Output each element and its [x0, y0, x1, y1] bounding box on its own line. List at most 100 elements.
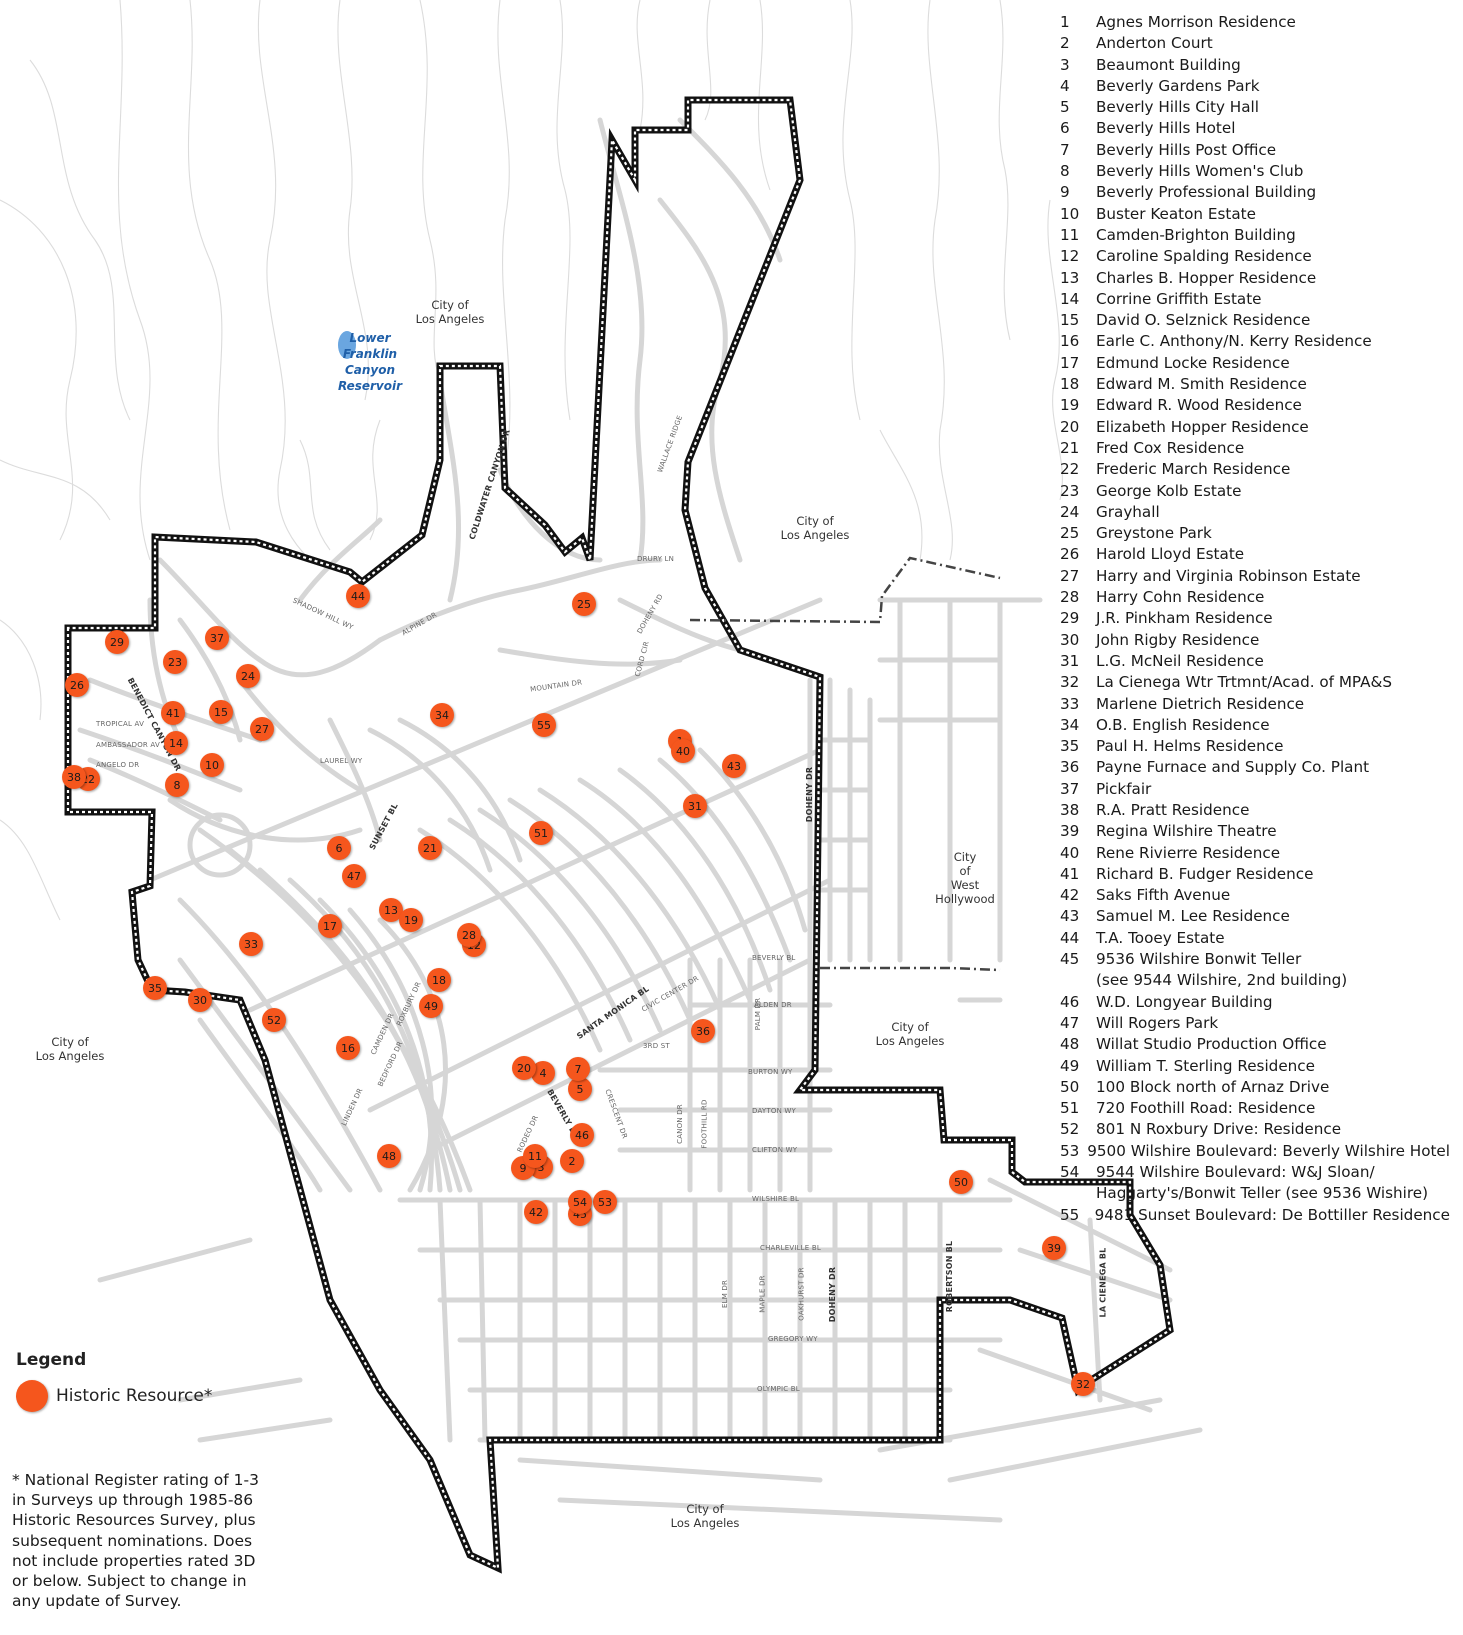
- city-boundary: [64, 96, 1174, 1574]
- resource-name: Grayhall: [1096, 502, 1160, 521]
- resource-number: 2: [1060, 34, 1070, 53]
- resource-name: 9500 Wilshire Boulevard: Beverly Wilshir…: [1087, 1141, 1450, 1160]
- resource-marker-37[interactable]: 37: [205, 626, 229, 650]
- resource-marker-23[interactable]: 23: [163, 650, 187, 674]
- resource-name: Beaumont Building: [1096, 55, 1241, 74]
- resource-name: Will Rogers Park: [1096, 1013, 1219, 1032]
- resource-number: 5: [1060, 98, 1070, 117]
- street-label-maple: MAPLE DR: [758, 1275, 767, 1313]
- resource-number: 45: [1060, 950, 1080, 969]
- resource-marker-16[interactable]: 16: [336, 1036, 360, 1060]
- resource-marker-25[interactable]: 25: [572, 592, 596, 616]
- resource-marker-30[interactable]: 30: [188, 988, 212, 1012]
- resource-name: Edward M. Smith Residence: [1096, 375, 1307, 394]
- resource-marker-18[interactable]: 18: [427, 968, 451, 992]
- resource-marker-14[interactable]: 14: [164, 731, 188, 755]
- resource-marker-4[interactable]: 4: [531, 1061, 555, 1085]
- resource-marker-43[interactable]: 43: [722, 754, 746, 778]
- resource-name: John Rigby Residence: [1096, 630, 1260, 649]
- resource-marker-11[interactable]: 11: [523, 1144, 547, 1168]
- resource-marker-46[interactable]: 46: [570, 1123, 594, 1147]
- place-label-west-hollywood: City of West Hollywood: [935, 850, 995, 906]
- legend-item-label: Historic Resource*: [56, 1386, 213, 1406]
- resource-marker-40[interactable]: 40: [671, 739, 695, 763]
- resource-marker-13[interactable]: 13: [379, 898, 403, 922]
- resource-marker-35[interactable]: 35: [143, 976, 167, 1000]
- resource-marker-17[interactable]: 17: [318, 914, 342, 938]
- resource-marker-47[interactable]: 47: [342, 864, 366, 888]
- resource-marker-42[interactable]: 42: [524, 1200, 548, 1224]
- resource-marker-21[interactable]: 21: [418, 836, 442, 860]
- resource-marker-26[interactable]: 26: [65, 673, 89, 697]
- resource-marker-28[interactable]: 28: [457, 923, 481, 947]
- resource-marker-53[interactable]: 53: [593, 1190, 617, 1214]
- resource-marker-52[interactable]: 52: [262, 1008, 286, 1032]
- resource-name: W.D. Longyear Building: [1096, 992, 1273, 1011]
- resource-marker-7[interactable]: 7: [566, 1057, 590, 1081]
- resource-number: 41: [1060, 864, 1080, 883]
- street-label-doheny-north: DOHENY DR: [805, 766, 815, 823]
- resource-marker-39[interactable]: 39: [1042, 1236, 1066, 1260]
- resource-marker-36[interactable]: 36: [691, 1019, 715, 1043]
- resource-marker-54[interactable]: 54: [568, 1190, 592, 1214]
- resource-marker-38[interactable]: 38: [62, 765, 86, 789]
- resource-number: 21: [1060, 438, 1080, 457]
- resource-name: Greystone Park: [1096, 524, 1212, 543]
- resource-marker-2[interactable]: 2: [560, 1149, 584, 1173]
- resource-name: Earle C. Anthony/N. Kerry Residence: [1096, 332, 1372, 351]
- resource-marker-5[interactable]: 5: [568, 1077, 592, 1101]
- place-label-la-west: City of Los Angeles: [35, 1035, 105, 1063]
- resource-marker-29[interactable]: 29: [105, 630, 129, 654]
- street-label-laurel: LAUREL WY: [320, 757, 363, 765]
- resource-marker-6[interactable]: 6: [327, 836, 351, 860]
- resource-marker-55[interactable]: 55: [532, 713, 556, 737]
- resource-marker-41[interactable]: 41: [161, 701, 185, 725]
- resource-marker-49[interactable]: 49: [419, 994, 443, 1018]
- resource-marker-20[interactable]: 20: [512, 1056, 536, 1080]
- legend-marker-swatch: [16, 1380, 48, 1412]
- resource-marker-50[interactable]: 50: [949, 1170, 973, 1194]
- resource-marker-31[interactable]: 31: [683, 794, 707, 818]
- resource-marker-51[interactable]: 51: [529, 821, 553, 845]
- resource-marker-8[interactable]: 8: [165, 773, 189, 797]
- resource-marker-27[interactable]: 27: [250, 717, 274, 741]
- resource-marker-33[interactable]: 33: [239, 932, 263, 956]
- resource-marker-15[interactable]: 15: [209, 700, 233, 724]
- resource-marker-32[interactable]: 32: [1071, 1372, 1095, 1396]
- resource-marker-34[interactable]: 34: [430, 703, 454, 727]
- street-label-alden: ALDEN DR: [754, 1001, 792, 1009]
- resource-name: O.B. English Residence: [1096, 715, 1270, 734]
- resource-number: 6: [1060, 119, 1070, 138]
- street-label-burton: BURTON WY: [748, 1068, 793, 1076]
- resource-number: 53: [1060, 1141, 1080, 1160]
- resource-marker-24[interactable]: 24: [236, 664, 260, 688]
- resource-number: 30: [1060, 630, 1080, 649]
- resource-number: 50: [1060, 1077, 1080, 1096]
- resource-marker-44[interactable]: 44: [346, 584, 370, 608]
- street-label-gregory: GREGORY WY: [768, 1335, 818, 1343]
- street-label-tropical: TROPICAL AV: [96, 720, 145, 728]
- resource-marker-10[interactable]: 10: [200, 753, 224, 777]
- resource-marker-48[interactable]: 48: [377, 1144, 401, 1168]
- resource-marker-19[interactable]: 19: [399, 908, 423, 932]
- resource-name: Charles B. Hopper Residence: [1096, 268, 1317, 287]
- resource-number: 7: [1060, 140, 1070, 159]
- resource-name: Beverly Gardens Park: [1096, 76, 1260, 95]
- resource-name: Fred Cox Residence: [1096, 438, 1245, 457]
- resource-name: R.A. Pratt Residence: [1096, 800, 1250, 819]
- resource-name: Regina Wilshire Theatre: [1096, 822, 1277, 841]
